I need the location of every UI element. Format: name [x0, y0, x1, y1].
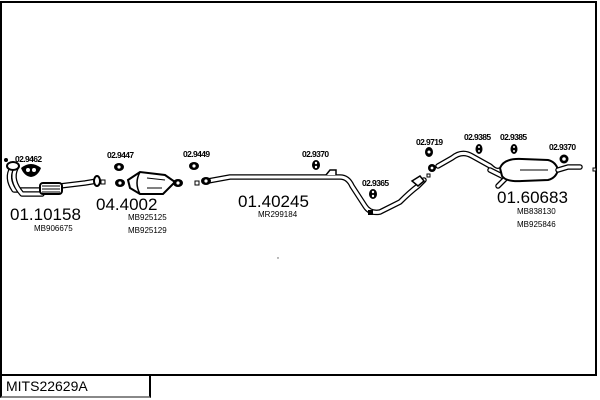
gasket-02-9447[interactable]: 02.9447 — [107, 150, 135, 171]
gasket-hole — [32, 168, 36, 172]
rubber-mount-icon — [369, 189, 377, 199]
cat-body — [126, 170, 177, 195]
oe-number: MR299184 — [258, 210, 298, 219]
diagram-frame — [0, 1, 597, 376]
gasket-02-9462[interactable]: 02.9462 — [15, 154, 43, 177]
middle-pipe-outlet — [410, 175, 426, 187]
rubber-mount-icon — [475, 144, 483, 154]
flange-hole — [204, 179, 208, 183]
tailpipe-outlet-inner — [556, 165, 582, 172]
accessory-number: 02.9449 — [183, 149, 210, 159]
bolt-dot — [4, 158, 8, 162]
mount-hole — [513, 150, 515, 152]
rear-silencer-part[interactable] — [426, 150, 583, 189]
oe-number: MB925129 — [128, 226, 167, 235]
front-pipe-part[interactable] — [4, 158, 101, 197]
mount-hole — [371, 190, 375, 194]
accessory-number: 02.9370 — [549, 142, 576, 152]
gasket-hole — [26, 168, 30, 172]
gasket-hole — [117, 165, 121, 169]
mount-hole — [371, 194, 375, 198]
rubber-mount-02-9370[interactable]: 02.9370 — [302, 149, 330, 170]
part-number-catalytic-converter: 04.4002 — [96, 195, 157, 214]
mount-hole — [314, 165, 318, 169]
oe-number: MB906675 — [34, 224, 73, 233]
stray-dot — [277, 257, 279, 259]
mount-hole — [478, 150, 480, 152]
mount-hole — [513, 146, 515, 148]
part-number-middle-pipe: 01.40245 — [238, 192, 309, 211]
accessory-number: 02.9385 — [464, 132, 491, 142]
tailpipe-front-inner — [436, 151, 502, 172]
hanger-pin — [368, 210, 373, 215]
bolt-square — [194, 180, 200, 186]
accessory-number: 02.9365 — [362, 178, 389, 188]
accessory-number: 02.9447 — [107, 150, 134, 160]
rubber-mount-icon — [510, 144, 518, 154]
oe-number: MB925125 — [128, 213, 167, 222]
rubber-mount-02-9365[interactable]: 02.9365 — [362, 178, 390, 199]
gasket-02-9449[interactable]: 02.9449 — [183, 149, 211, 170]
mount-hole — [314, 161, 318, 165]
gasket-hole — [427, 150, 431, 154]
rubber-mount-02-9370-b[interactable]: 02.9370 — [549, 142, 577, 164]
gasket-icon — [21, 164, 41, 177]
part-number-front-pipe: 01.10158 — [10, 205, 81, 224]
hanger-bracket — [325, 169, 337, 176]
mount-hole — [562, 157, 566, 161]
oe-number: MB925846 — [517, 220, 556, 229]
gasket-hole — [192, 164, 196, 168]
accessory-number: 02.9462 — [15, 154, 42, 164]
accessory-number: 02.9719 — [416, 137, 443, 147]
flange-hole — [118, 181, 122, 185]
flex-braid-lines — [42, 185, 60, 193]
accessory-number: 02.9370 — [302, 149, 329, 159]
middle-pipe-part[interactable] — [201, 169, 427, 216]
front-pipe-outlet-flange — [93, 175, 101, 187]
oe-number: MB838130 — [517, 207, 556, 216]
rubber-mount-02-9385-b[interactable]: 02.9385 — [500, 132, 528, 154]
part-number-rear-silencer: 01.60683 — [497, 188, 568, 207]
bolt-square — [592, 167, 597, 172]
manifold-flange — [6, 161, 20, 171]
gasket-02-9719[interactable]: 02.9719 — [416, 137, 444, 157]
cat-body-lines — [146, 177, 166, 189]
bolt-square — [100, 179, 106, 185]
flange-hole — [176, 181, 180, 185]
cat-body-edge — [136, 171, 141, 195]
catalytic-converter-part[interactable] — [115, 170, 183, 195]
bolt-square — [426, 173, 431, 178]
rubber-mount-02-9385-a[interactable]: 02.9385 — [464, 132, 492, 154]
rubber-mount-icon — [312, 160, 320, 170]
diagram-title: MITS22629A — [6, 378, 88, 394]
flange-hole — [430, 166, 434, 170]
mount-hole — [478, 146, 480, 148]
accessory-number: 02.9385 — [500, 132, 527, 142]
diagram-caption-box: MITS22629A — [0, 376, 151, 398]
